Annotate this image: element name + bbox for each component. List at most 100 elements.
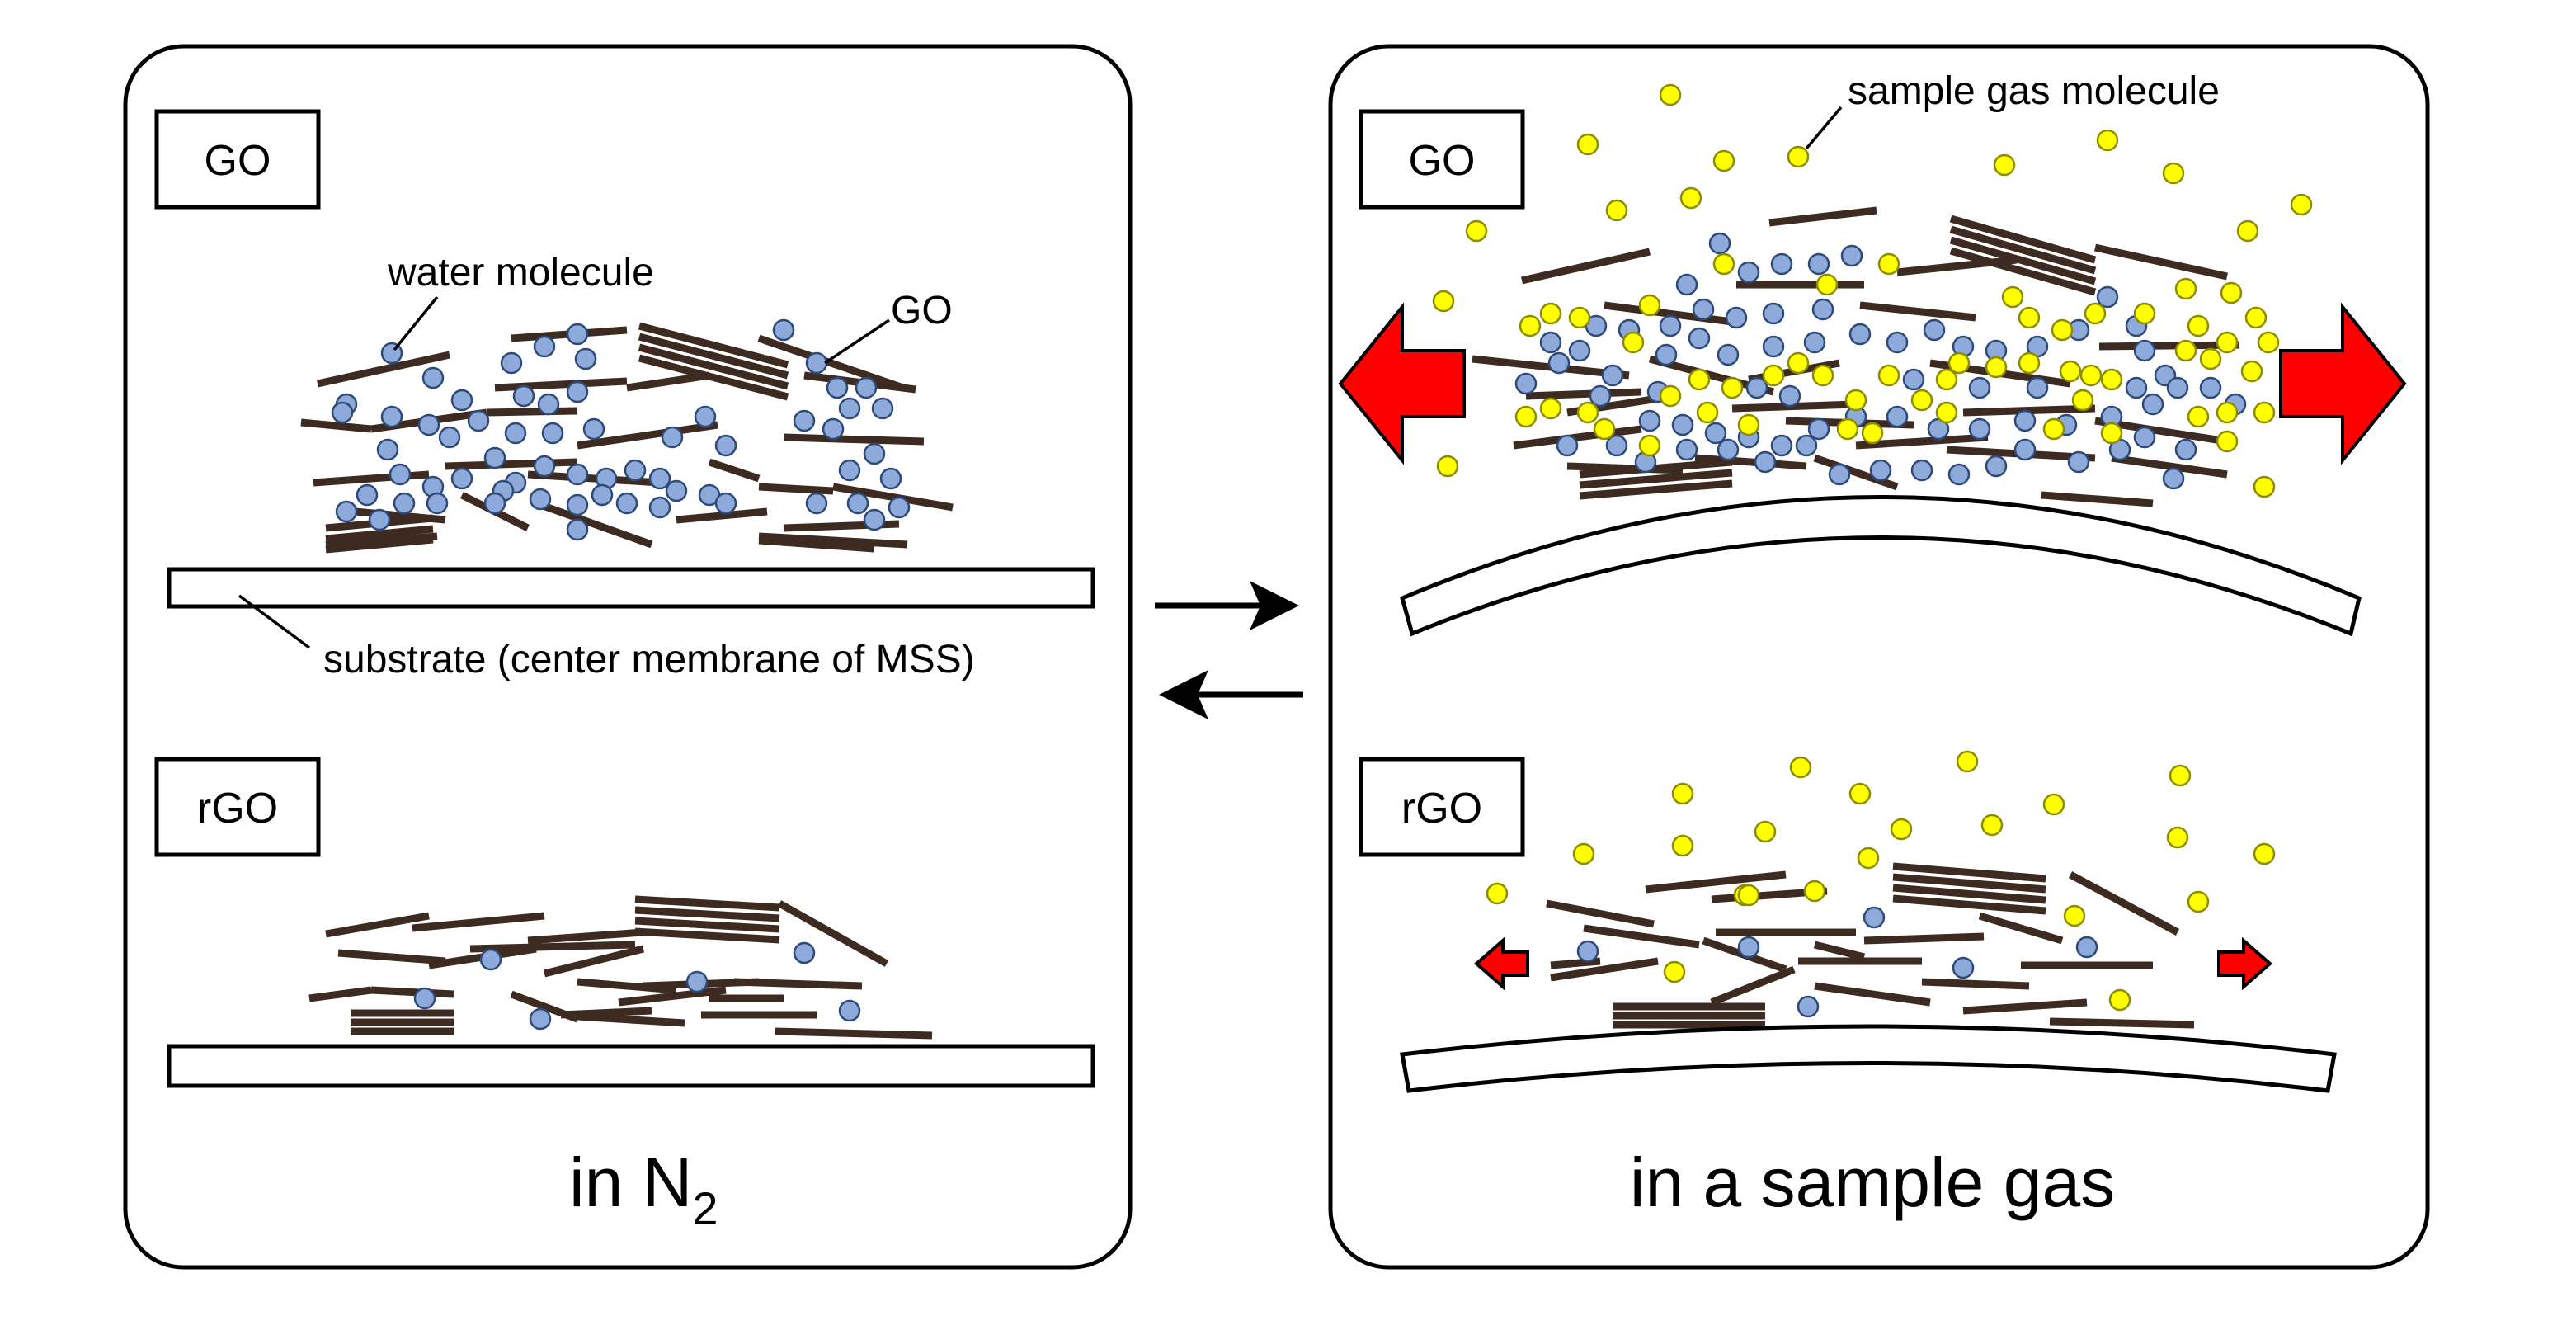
water-molecule — [2166, 376, 2189, 399]
go-sheet — [1768, 206, 1877, 227]
gas-molecule — [1712, 149, 1735, 172]
gas-molecule — [2216, 430, 2239, 453]
water-molecule — [356, 483, 379, 507]
water-molecule — [805, 351, 828, 375]
gas-molecule — [1985, 356, 2008, 379]
go-sheet — [412, 912, 545, 932]
water-molecule — [512, 384, 535, 408]
gas-molecule — [1663, 960, 1686, 983]
go-sheet — [445, 458, 578, 470]
water-molecule — [1811, 298, 1834, 321]
go-sheet — [832, 483, 954, 512]
go-sheet — [775, 1027, 933, 1040]
expansion-arrow-right-icon — [2279, 302, 2407, 465]
gas-molecule — [1679, 186, 1702, 210]
gas-molecule — [1519, 314, 1542, 337]
gas-molecule — [2100, 422, 2123, 445]
gas-molecule — [1935, 401, 1958, 424]
go-sheet — [638, 332, 789, 380]
water-molecule — [1601, 364, 1624, 387]
rgo-tag-box-right — [1359, 757, 1525, 857]
water-molecule — [389, 463, 412, 486]
go-sheet — [1579, 469, 1733, 489]
gas-molecule — [1659, 83, 1682, 106]
water-molecule — [1655, 343, 1678, 366]
gas-molecule — [2059, 360, 2082, 383]
substrate-label: substrate (center membrane of MSS) — [323, 638, 975, 682]
go-sheet — [783, 433, 925, 446]
go-sheet — [1892, 873, 2046, 894]
go-sheet — [543, 945, 645, 978]
water-molecule — [1778, 384, 1801, 408]
gas-molecule — [1789, 756, 1812, 779]
gas-molecule — [2187, 405, 2210, 428]
gas-molecule — [1910, 389, 1933, 412]
gas-molecule — [2253, 475, 2276, 498]
water-molecule — [1539, 331, 1562, 354]
equilibrium-arrows — [1155, 581, 1303, 719]
water-molecule — [665, 479, 688, 502]
go-sheet — [1855, 433, 1989, 450]
gas-molecule — [1787, 351, 1810, 375]
caption-in-n2-main: in N — [569, 1144, 692, 1221]
gas-molecule — [1514, 405, 1538, 428]
go-sheet — [1550, 957, 1659, 982]
go-sheet — [1513, 425, 1642, 450]
water-molecule — [483, 492, 506, 515]
water-molecule — [566, 493, 589, 516]
water-molecule — [2075, 936, 2098, 959]
gas-molecule — [1465, 219, 1488, 243]
go-tag-label-left: GO — [205, 137, 271, 185]
water-molecule — [871, 397, 894, 420]
water-molecule — [2096, 285, 2119, 309]
gas-molecule — [1877, 364, 1900, 387]
water-molecule — [1745, 376, 1768, 399]
gas-molecule — [1803, 880, 1826, 903]
gas-molecule — [1605, 199, 1628, 222]
go-sheet — [527, 928, 644, 945]
go-sheet — [2068, 871, 2180, 936]
sample-gas-label: sample gas molecule — [1848, 69, 2220, 113]
water-molecule — [537, 393, 560, 416]
water-molecule — [591, 483, 614, 507]
water-molecule — [393, 492, 416, 515]
water-molecule — [438, 426, 461, 449]
water-molecule — [1795, 434, 1818, 457]
go-sheet — [1550, 957, 1601, 969]
water-molecule — [838, 397, 861, 420]
go-sheet — [325, 912, 430, 938]
water-molecule — [1770, 252, 1793, 276]
gas-molecule — [1815, 273, 1839, 296]
water-molecule — [421, 366, 445, 389]
go-sheet — [527, 470, 661, 487]
gas-molecule — [1432, 290, 1455, 313]
water-molecule — [855, 376, 878, 399]
water-molecule — [1803, 331, 1826, 354]
go-sheet — [1579, 458, 1733, 479]
go-sheet — [469, 941, 636, 953]
gas-molecule — [1712, 252, 1735, 276]
water-molecule — [1869, 459, 1892, 482]
gas-molecule — [1754, 820, 1777, 843]
water-molecule — [888, 496, 911, 519]
water-molecule — [714, 492, 737, 515]
water-molecule — [1589, 384, 1612, 408]
water-molecule — [1737, 936, 1760, 959]
gas-molecule — [1980, 814, 2004, 837]
go-sheet — [638, 322, 789, 369]
go-sheet — [2098, 341, 2240, 351]
go-sheet — [577, 1012, 685, 1027]
gas-molecule — [2187, 314, 2210, 337]
go-tag-label-right: GO — [1409, 137, 1476, 185]
water-molecule — [1807, 252, 1830, 276]
go-sheet — [634, 906, 780, 922]
gas-leader-line — [1805, 106, 1843, 150]
gas-molecule — [1861, 422, 1884, 445]
go-sheet — [1863, 932, 1985, 945]
gas-molecule — [2199, 347, 2222, 370]
gas-molecule — [2174, 277, 2197, 300]
gas-molecule — [2253, 842, 2276, 865]
gas-molecule — [1721, 376, 1744, 399]
water-molecule — [624, 459, 647, 482]
